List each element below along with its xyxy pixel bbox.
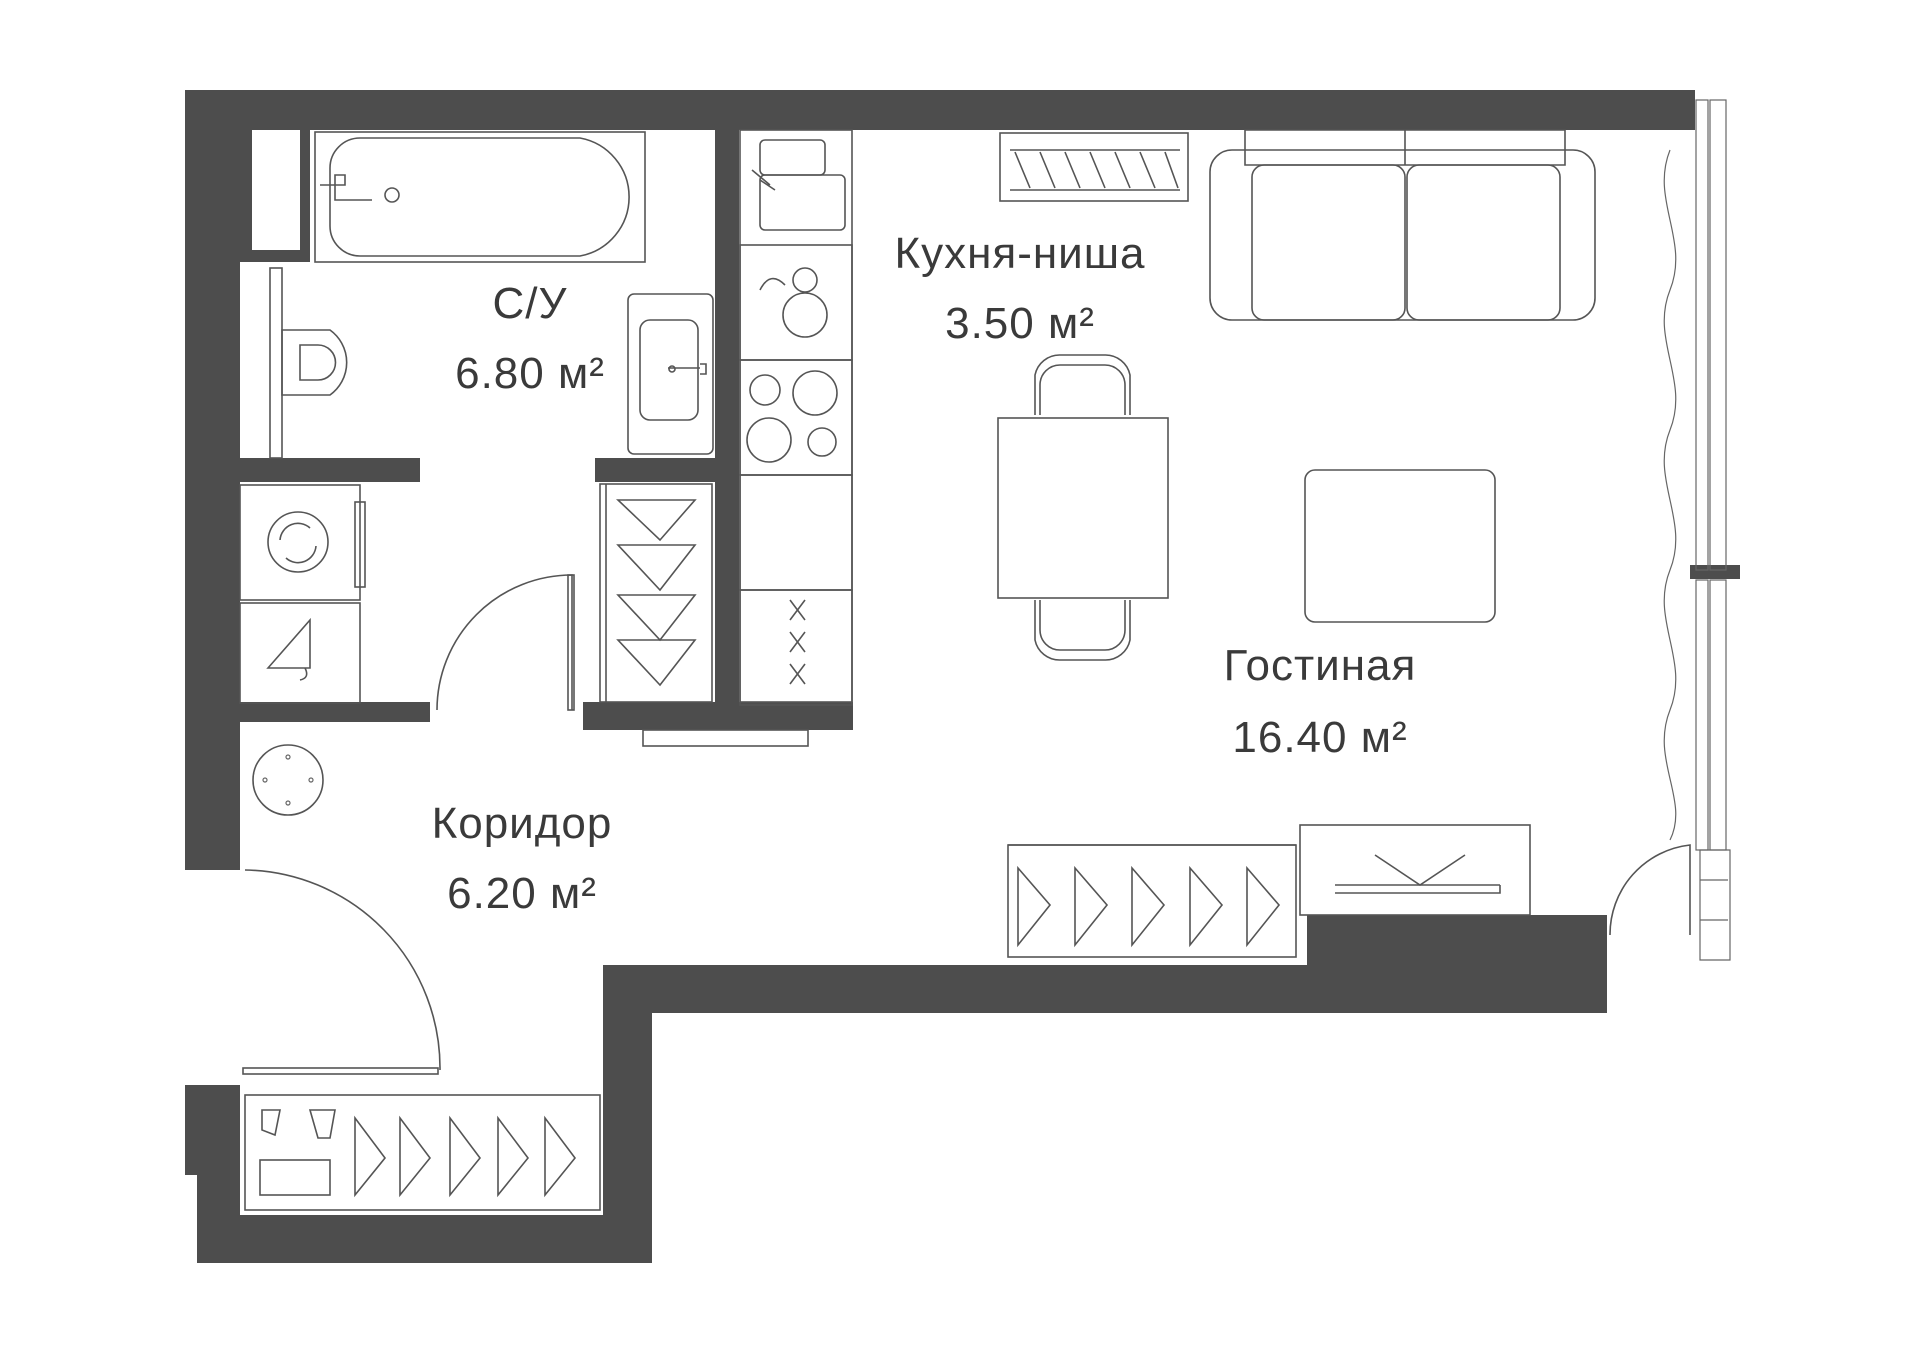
stove-icon: [739, 589, 853, 703]
chair-icon: [1034, 354, 1131, 415]
washing-machine-icon: [239, 484, 366, 601]
kitchen-counter: [739, 129, 853, 706]
stove-icon: [739, 359, 853, 476]
kitchen-cabinet: [739, 474, 853, 591]
room-labels: С/У 6.80 м² Кухня-ниша 3.50 м² Гостиная …: [432, 229, 1417, 918]
dining-table-icon: [997, 417, 1169, 599]
hanger-icon: [239, 602, 361, 704]
radiator-icon: [999, 132, 1189, 202]
living-area: 16.40 м²: [1232, 713, 1407, 762]
bathroom-name: С/У: [493, 279, 568, 328]
coffee-table: [1304, 469, 1496, 623]
wardrobe-icon: [599, 483, 713, 703]
living-name: Гостиная: [1224, 641, 1417, 690]
stove-icon: [739, 244, 853, 361]
wardrobe-icon: [244, 1094, 601, 1211]
bathtub-icon: [314, 131, 646, 263]
toilet-icon: [269, 267, 348, 459]
kitchen-area: 3.50 м²: [945, 299, 1095, 348]
walls: [185, 90, 1740, 1263]
corridor-name: Коридор: [432, 799, 613, 848]
door-swing-icon: [242, 869, 441, 1075]
sofa-icon: [1209, 129, 1596, 321]
door-swing-icon: [436, 574, 575, 711]
kitchen-name: Кухня-ниша: [894, 229, 1145, 278]
window-icon: [1695, 99, 1731, 961]
tv-stand: [1299, 824, 1531, 916]
sink-icon: [627, 293, 714, 455]
corridor-area: 6.20 м²: [447, 869, 597, 918]
sink-icon: [751, 139, 846, 231]
chair-icon: [1034, 600, 1131, 661]
curtain-icon: [1663, 149, 1677, 841]
door-swing-icon: [1609, 844, 1691, 936]
round-table: [252, 744, 324, 816]
bathroom-area: 6.80 м²: [455, 349, 605, 398]
radiator-icon: [642, 729, 809, 747]
wardrobe-icon: [1007, 844, 1297, 958]
